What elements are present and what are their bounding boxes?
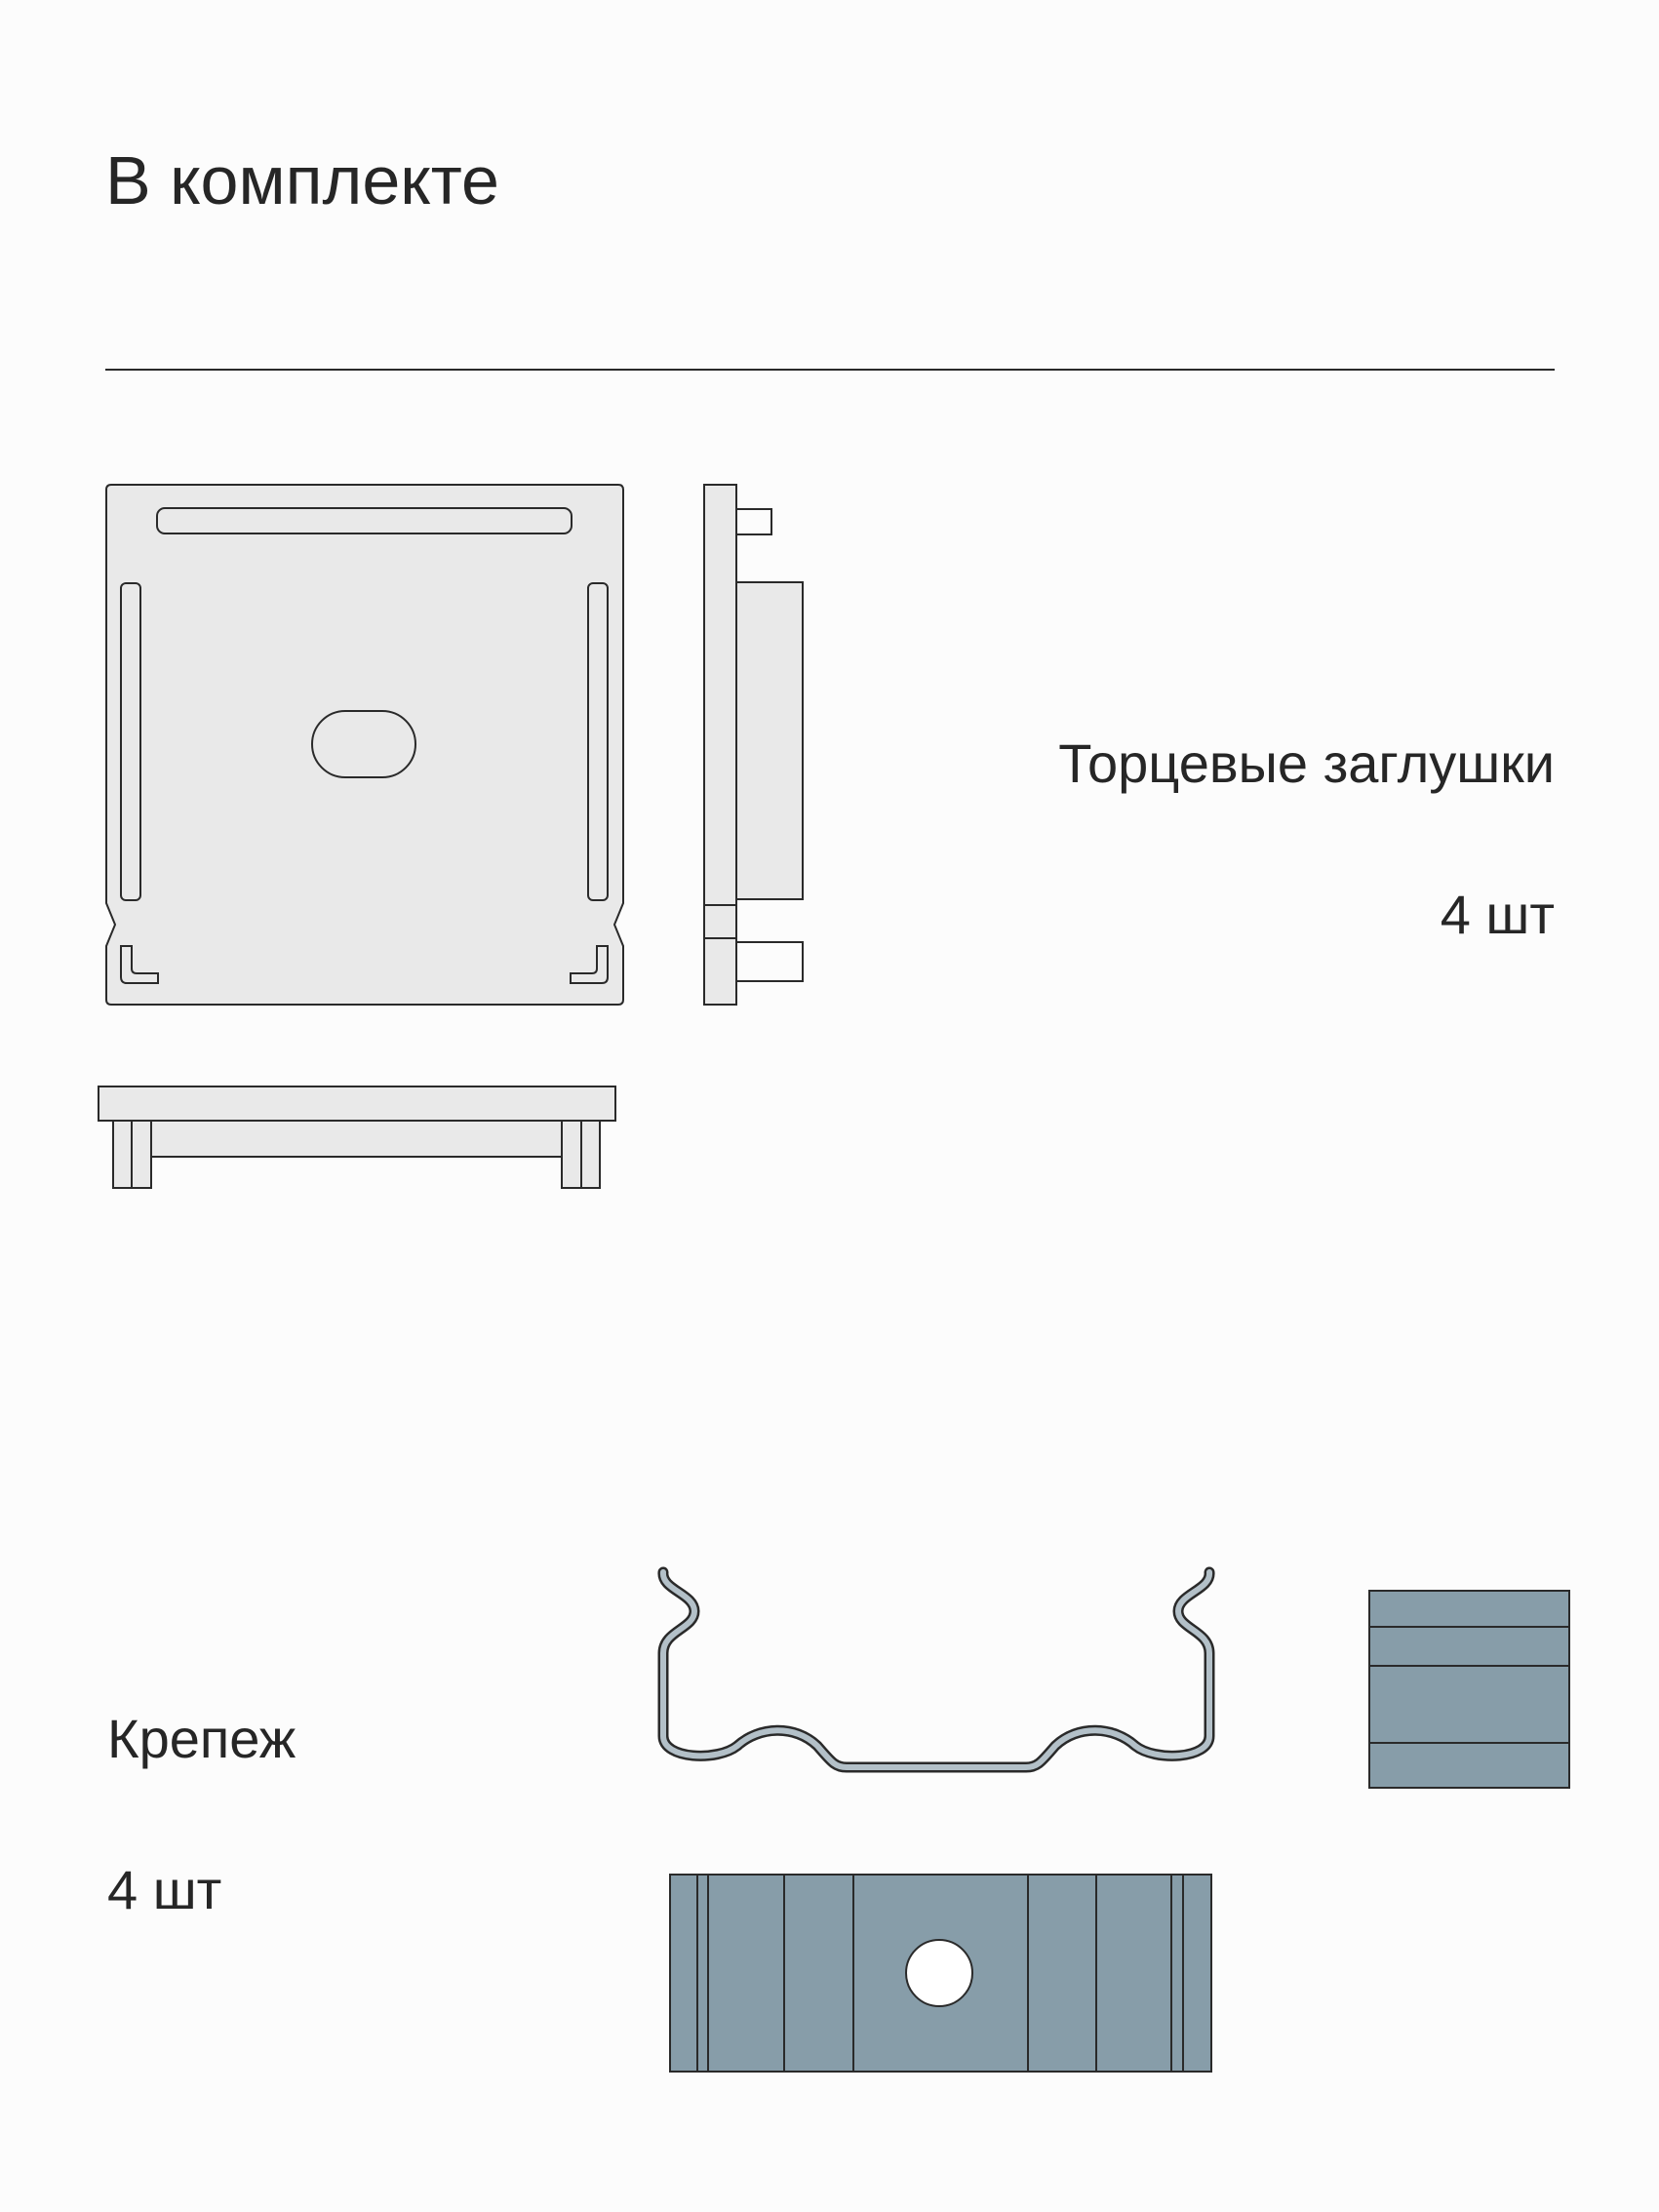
- end-caps-label: Торцевые заглушки: [1058, 732, 1555, 794]
- fastener-side-profile: [657, 1566, 1215, 1773]
- fastener-top-view: [669, 1874, 1212, 2073]
- fastener-end-view: [1368, 1590, 1570, 1789]
- end-cap-bottom-view: [98, 1086, 616, 1189]
- fasteners-label: Крепеж: [107, 1708, 296, 1769]
- divider: [105, 369, 1555, 371]
- end-caps-quantity: 4 шт: [1440, 884, 1555, 945]
- page-title: В комплекте: [105, 142, 499, 218]
- end-cap-side-view: [703, 484, 804, 1006]
- end-cap-front-view: [105, 484, 624, 1006]
- fasteners-quantity: 4 шт: [107, 1859, 222, 1920]
